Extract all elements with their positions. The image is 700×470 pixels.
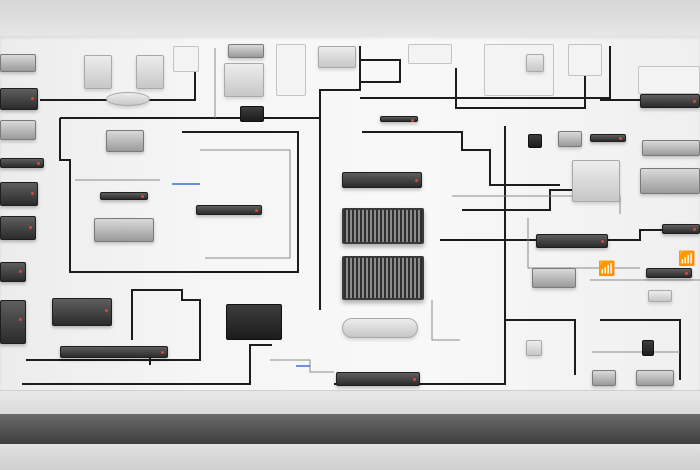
router-top-base (106, 92, 150, 106)
switch-right-1 (640, 94, 700, 108)
wire-bottom-bus (22, 344, 272, 385)
access-point-top-2 (136, 55, 164, 89)
port-node-2 (526, 340, 542, 356)
board-ledge (0, 390, 700, 415)
back-wall (0, 0, 700, 36)
switch-right-center (536, 234, 608, 248)
switch-right-2 (642, 140, 700, 156)
router-bottom-center (226, 304, 282, 340)
router-bottom-right-2 (636, 370, 674, 386)
switch-left-1 (0, 88, 38, 110)
server-rack-upper (342, 208, 424, 244)
server-stand (342, 318, 418, 338)
wire-center-right (362, 131, 560, 186)
wire-mid-h (360, 46, 611, 99)
wire-thin-1 (200, 149, 291, 259)
switch-server-top (342, 172, 422, 188)
switch-left-4 (0, 216, 36, 240)
baseboard (0, 414, 700, 444)
wire-right-vert (504, 126, 576, 375)
switch-upper-mid (380, 116, 418, 122)
switch-bottom-left-2 (60, 346, 168, 358)
wire-left-bottom (26, 289, 201, 361)
access-point-top-4 (526, 54, 544, 72)
wire-far-right (600, 319, 681, 380)
patch-panel-top-2 (228, 44, 264, 58)
wifi-panel-top (408, 44, 452, 64)
port-node-3 (642, 340, 654, 356)
server-rack-lower (342, 256, 424, 300)
router-mid-lower (94, 218, 154, 242)
router-right-lower (532, 268, 576, 288)
switch-left-2 (0, 158, 44, 168)
router-bottom-right-1 (592, 370, 616, 386)
router-right-mid (558, 131, 582, 147)
switch-left-5 (0, 262, 26, 282)
wifi-icon: 📶 (598, 261, 616, 277)
patch-panel-right-top (638, 66, 700, 94)
switch-bottom-left (52, 298, 112, 326)
patch-panel-top-3 (276, 44, 306, 96)
switch-left-6 (0, 300, 26, 344)
switch-center-small (240, 106, 264, 122)
switch-right-mid-1 (590, 134, 626, 142)
switch-bottom-center (336, 372, 420, 386)
wire-thin-3 (452, 195, 621, 214)
wifi-icon: 📶 (678, 251, 696, 267)
wire-thin-4 (527, 218, 640, 269)
switch-mid-left (100, 192, 148, 200)
wire-thin-6 (431, 300, 460, 341)
router-top-center (318, 46, 356, 68)
switch-right-3 (662, 224, 700, 234)
router-right-2 (640, 168, 700, 194)
router-left-2 (0, 120, 36, 140)
router-left-1 (0, 54, 36, 72)
switch-right-4 (646, 268, 692, 278)
device-right-small (648, 290, 672, 302)
port-node-1 (528, 134, 542, 148)
access-point-right-1 (572, 160, 620, 202)
router-mid-left (106, 130, 144, 152)
floor (0, 444, 700, 470)
access-point-top-3 (224, 63, 264, 97)
patch-panel-top-1 (173, 46, 199, 72)
wire-upper-h (60, 46, 361, 119)
switch-left-3 (0, 182, 38, 206)
panel-top-right-2 (568, 44, 602, 76)
wire-top-mid (360, 59, 401, 83)
wire-main-left (59, 118, 299, 273)
switch-mid-center (196, 205, 262, 215)
access-point-top-1 (84, 55, 112, 89)
